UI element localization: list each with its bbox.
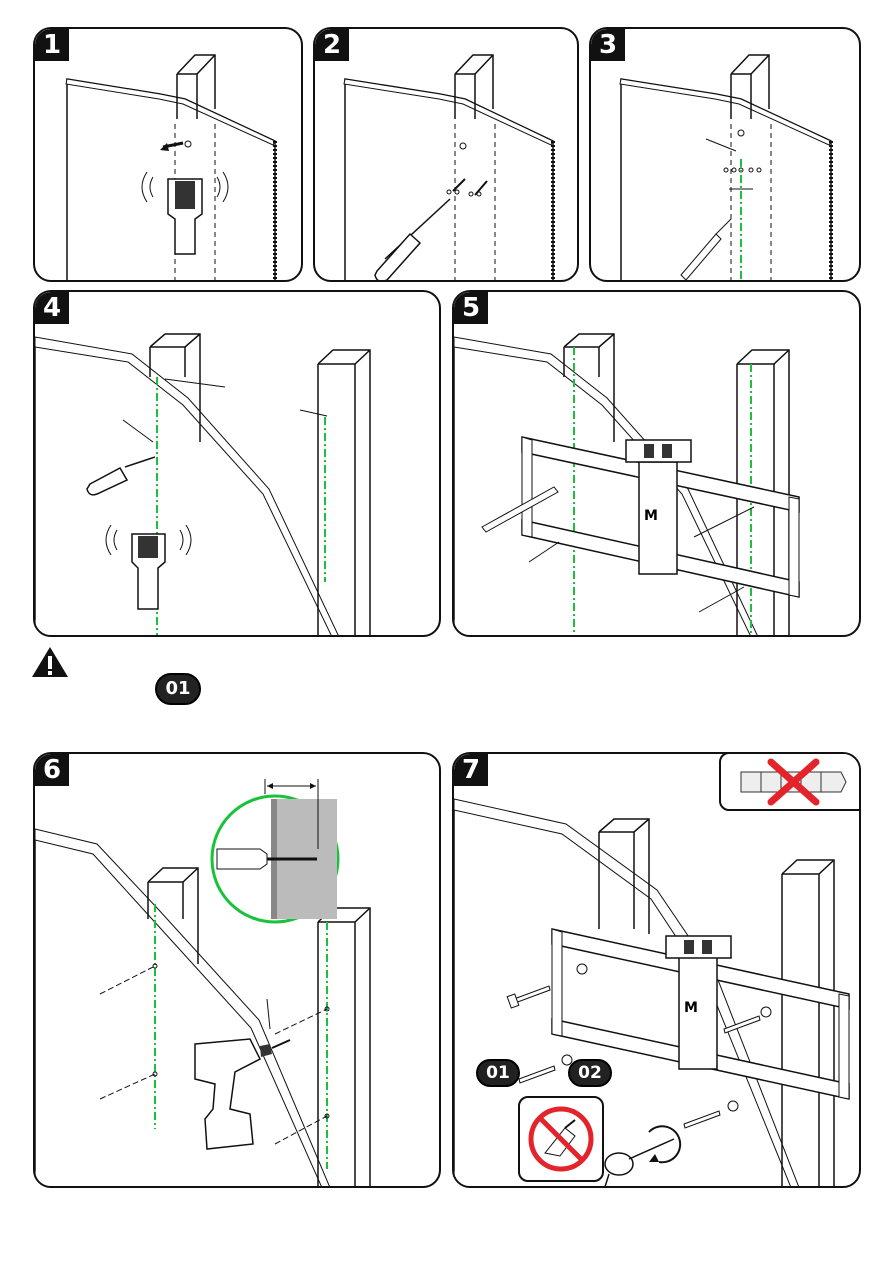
power-drill-prohibited-inset [518, 1096, 604, 1182]
part-01-badge: 01 [476, 1059, 520, 1087]
part-02-badge: 02 [568, 1059, 612, 1087]
warning-triangle-icon [30, 645, 70, 679]
step-5-panel: M 5 [452, 290, 861, 637]
power-drill-prohibited-icon [520, 1098, 602, 1180]
step-4-badge: 4 [35, 292, 69, 324]
step-3-illustration [591, 29, 861, 282]
step-2-badge: 2 [315, 29, 349, 61]
wall-anchor-prohibited-icon [721, 754, 861, 809]
step-5-badge: 5 [454, 292, 488, 324]
step-6-illustration [35, 754, 441, 1188]
step-7-badge: 7 [454, 754, 488, 786]
step-2-illustration [315, 29, 579, 282]
svg-text:M: M [684, 1000, 698, 1016]
bubble-level-icon [666, 936, 731, 958]
step-2-panel: 2 [313, 27, 579, 282]
step-1-illustration [35, 29, 303, 282]
step-3-panel: 3 [589, 27, 861, 282]
step-1-panel: 1 [33, 27, 303, 282]
step-3-badge: 3 [591, 29, 625, 61]
part-01-badge: 01 [155, 673, 201, 705]
step-6-badge: 6 [35, 754, 69, 786]
step-7-panel: M [452, 752, 861, 1188]
step-1-badge: 1 [35, 29, 69, 61]
step-4-panel: 4 [33, 290, 441, 637]
step-6-panel: 6 [33, 752, 441, 1188]
svg-text:M: M [644, 508, 658, 524]
wall-anchor-prohibited-inset [719, 752, 861, 811]
step-4-illustration [35, 292, 441, 637]
step-7-illustration: M [454, 754, 861, 1188]
bubble-level-icon [626, 440, 691, 462]
step-5-illustration: M [454, 292, 861, 637]
drill-depth-detail [212, 779, 338, 922]
